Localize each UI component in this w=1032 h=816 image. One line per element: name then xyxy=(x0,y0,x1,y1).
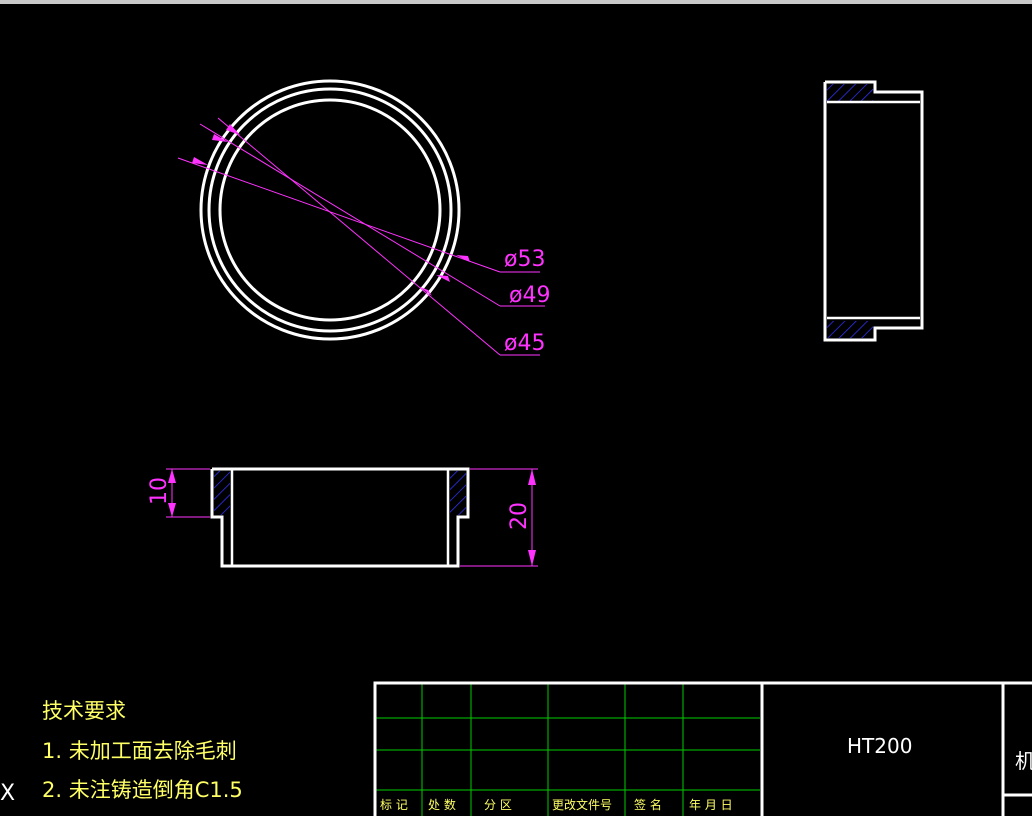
dim-label-d45: ø45 xyxy=(504,331,545,356)
inner-circle-d45 xyxy=(218,98,442,322)
side-section-view xyxy=(823,80,924,342)
tb-header-date: 年 月 日 xyxy=(689,798,733,812)
edge-mark: X xyxy=(0,781,15,806)
title-block: 标 记 处 数 分 区 更改文件号 签 名 年 月 日 HT200 机 xyxy=(373,681,1032,816)
diameter-arrowheads xyxy=(192,124,470,296)
section-hatch-bottom xyxy=(827,321,873,338)
notes-line-1: 1. 未加工面去除毛刺 xyxy=(42,739,237,763)
tb-header-count: 处 数 xyxy=(428,797,456,812)
notes-line-2: 2. 未注铸造倒角C1.5 xyxy=(42,778,243,802)
middle-circle-d49 xyxy=(207,87,453,333)
dim-label-d49: ø49 xyxy=(509,283,550,308)
tb-header-mark: 标 记 xyxy=(380,798,408,812)
tb-material: HT200 xyxy=(847,734,912,758)
notes-heading: 技术要求 xyxy=(42,699,126,723)
top-window-border xyxy=(0,0,1032,4)
dim-label-10: 10 xyxy=(147,477,172,505)
dim-label-d53: ø53 xyxy=(504,247,545,272)
section-hatch-top xyxy=(827,84,873,101)
outer-circle-d53 xyxy=(199,79,461,341)
front-hatch-left xyxy=(214,471,230,515)
dim-label-20: 20 xyxy=(507,502,532,530)
dim20-arrow-bottom xyxy=(528,550,536,566)
tb-header-change-doc: 更改文件号 xyxy=(552,797,612,812)
tb-company-partial: 机 xyxy=(1015,749,1032,773)
dim20-arrow-top xyxy=(528,469,536,485)
diameter-leaders xyxy=(177,117,545,356)
title-block-grid xyxy=(376,684,760,816)
dim10-arrow-top xyxy=(168,469,176,483)
dimension-20 xyxy=(460,468,538,567)
front-hatch-right xyxy=(450,471,466,515)
tb-header-zone: 分 区 xyxy=(484,798,512,812)
top-view-circles xyxy=(199,79,461,341)
tb-header-sign: 签 名 xyxy=(634,797,662,812)
dim10-arrow-bottom xyxy=(168,503,176,517)
front-section-view xyxy=(210,467,470,568)
